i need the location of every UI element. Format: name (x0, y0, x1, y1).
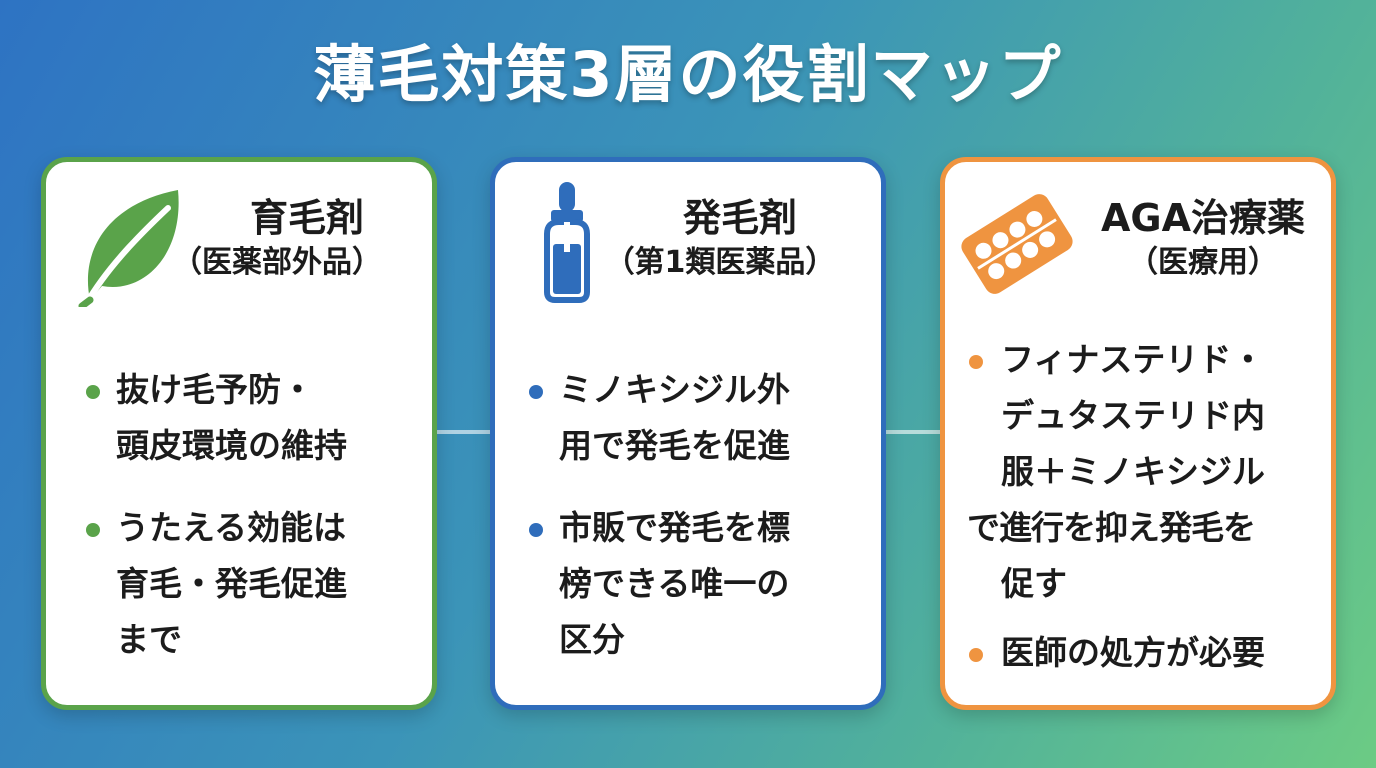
bullet-dot (529, 385, 543, 399)
dropper-bottle-icon (544, 182, 590, 303)
bullet-text: うたえる効能は 育毛・発毛促進 まで (116, 508, 347, 659)
bullet-text: ミノキシジル外 用で発毛を促進 (559, 370, 790, 465)
connector-line-left (437, 430, 490, 434)
bullet-text: フィナステリド・ デュタステリド内 服＋ミノキシジル で進行を抑え発毛を 促す (967, 340, 1265, 603)
bullet-dot (86, 523, 100, 537)
leaf-icon (78, 190, 179, 307)
connector-line-right (886, 430, 940, 434)
bullet-dot (969, 355, 983, 369)
card-category: （第1類医薬品） (604, 245, 836, 280)
page-title: 薄毛対策3層の役割マップ (313, 38, 1063, 111)
card-name: 育毛剤 (249, 196, 364, 240)
bullet-dot (969, 648, 983, 662)
card-name: 発毛剤 (682, 196, 797, 240)
bullet-dot (86, 385, 100, 399)
card-heading: 育毛剤 （医薬部外品） (172, 194, 432, 284)
pill-pack-icon (961, 194, 1073, 294)
card-heading: 発毛剤 （第1類医薬品） (605, 194, 875, 284)
bullet-text: 市販で発毛を標 榜できる唯一の 区分 (559, 508, 790, 659)
bullet-dot (529, 523, 543, 537)
card-name: AGA治療薬 (1100, 196, 1305, 240)
card-hair-regrowth-drug: 発毛剤 （第1類医薬品） ミノキシジル外 用で発毛を促進 市販で発毛を標 榜でき… (490, 157, 886, 710)
card-hair-growth-tonic: 育毛剤 （医薬部外品） 抜け毛予防・ 頭皮環境の維持 うたえる効能は 育毛・発毛… (41, 157, 437, 710)
card-aga-treatment: AGA治療薬 （医療用） フィナステリド・ デュタステリド内 服＋ミノキシジル … (940, 157, 1336, 710)
bullet-text: 抜け毛予防・ 頭皮環境の維持 (116, 370, 347, 465)
card-category: （医療用） (1128, 245, 1278, 280)
card-category: （医薬部外品） (172, 245, 382, 280)
card-heading: AGA治療薬 （医療用） (1075, 194, 1331, 284)
bullet-text: 医師の処方が必要 (1001, 633, 1265, 672)
